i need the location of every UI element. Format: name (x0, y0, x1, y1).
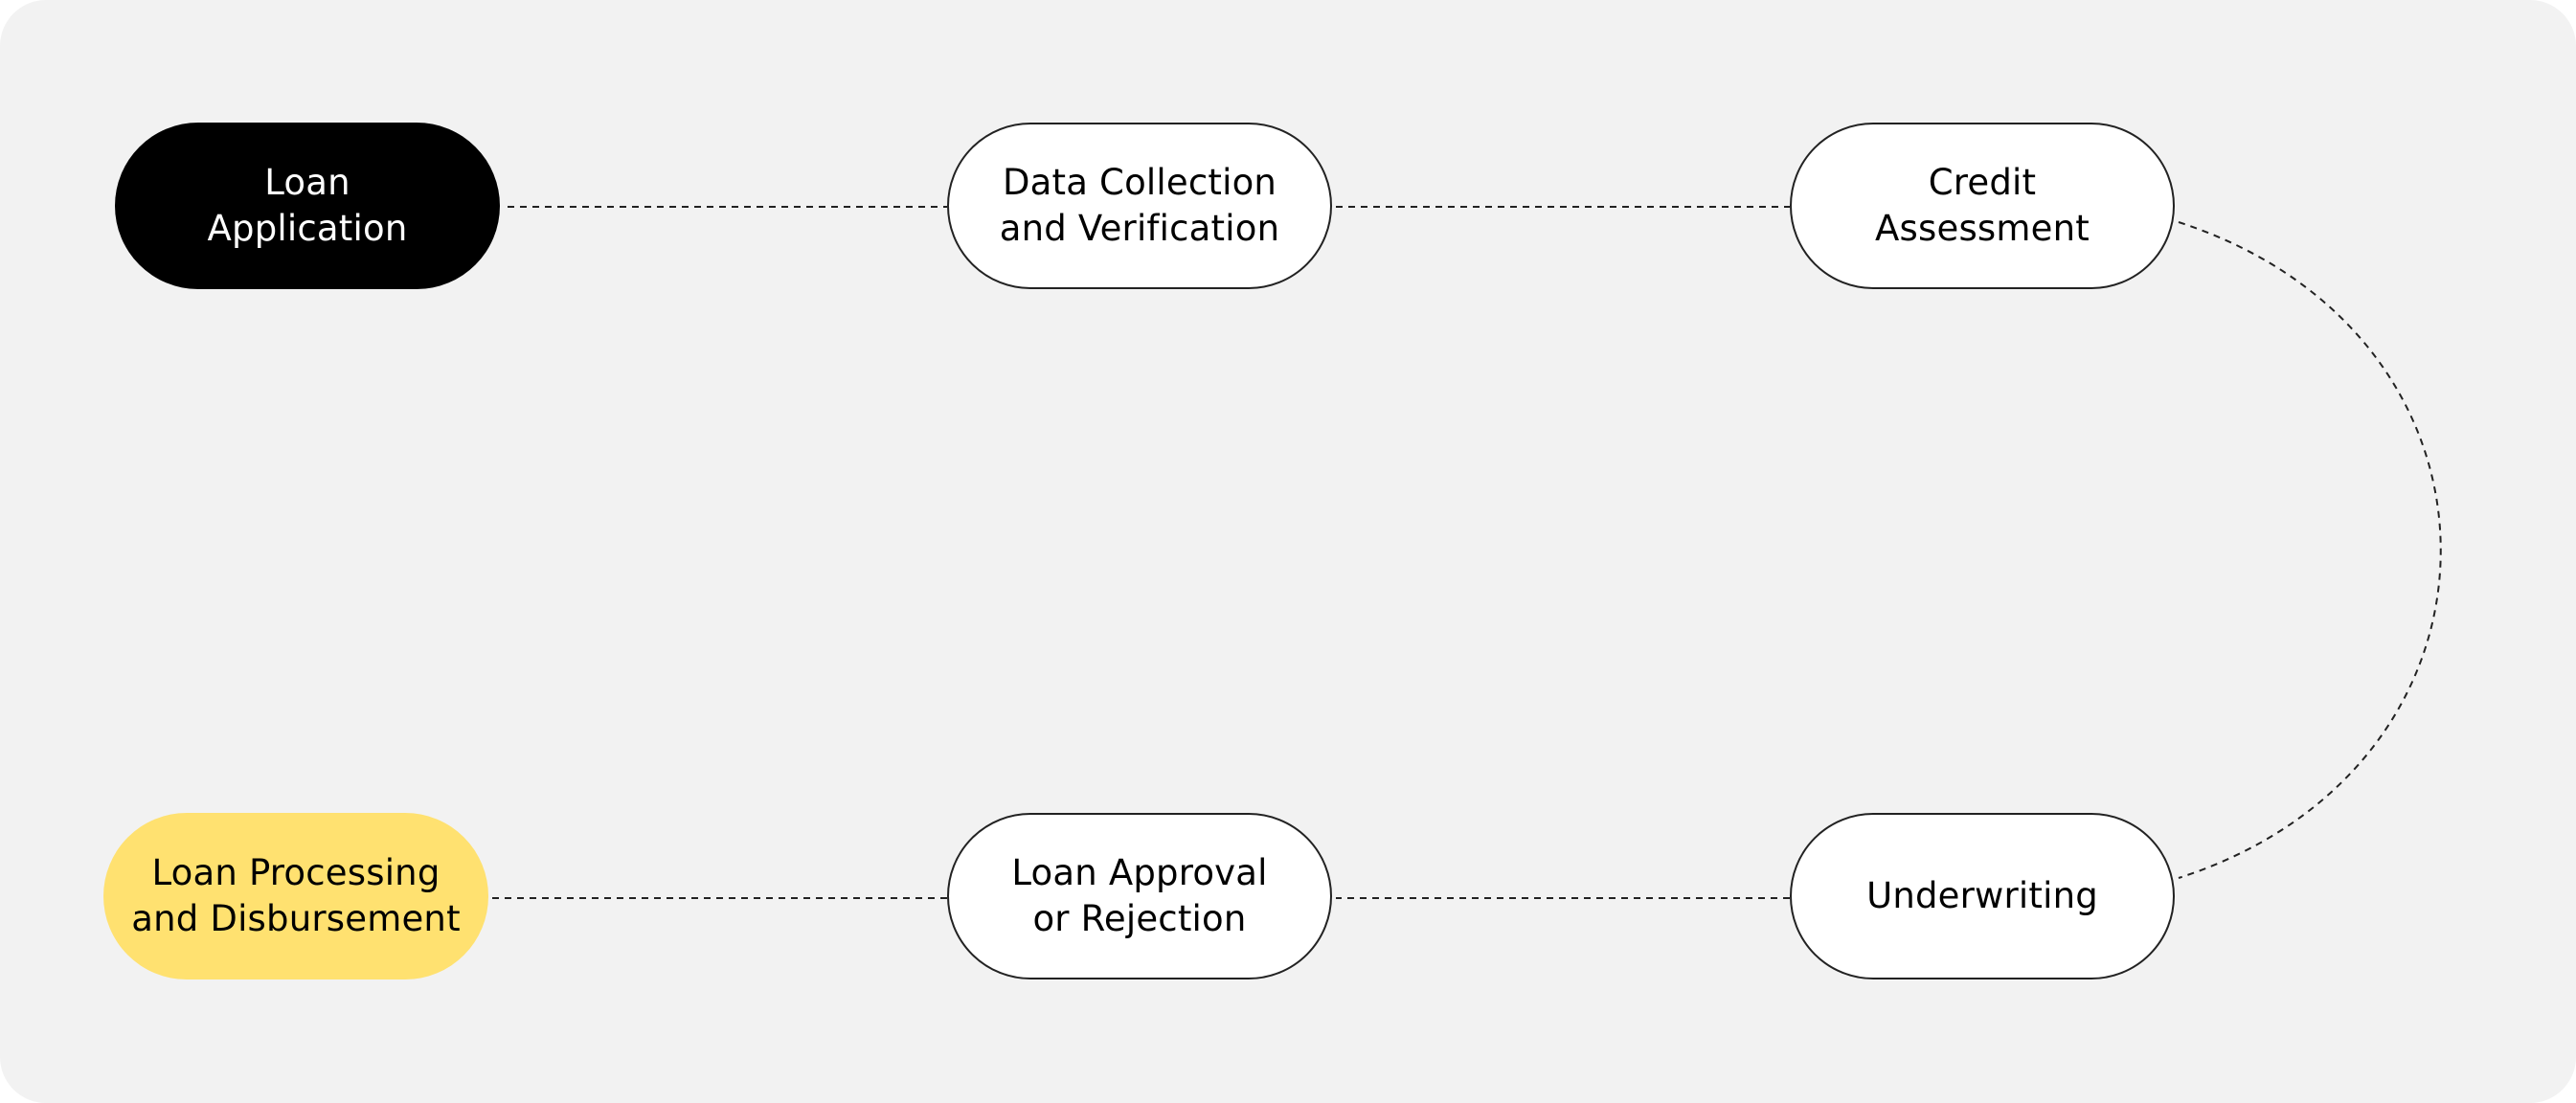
node-label: Underwriting (1866, 875, 2098, 916)
node-loan-processing-and-disbursement: Loan Processing and Disbursement (103, 813, 488, 979)
node-label: Loan Approval or Rejection (1011, 852, 1268, 939)
node-label: Loan Processing and Disbursement (131, 852, 461, 939)
node-loan-approval-or-rejection: Loan Approval or Rejection (947, 813, 1332, 979)
node-underwriting: Underwriting (1790, 813, 2175, 979)
node-loan-application: Loan Application (115, 123, 500, 289)
connector-credit-assessment-to-underwriting (2178, 221, 2442, 879)
node-credit-assessment: Credit Assessment (1790, 123, 2175, 289)
node-data-collection-and-verification: Data Collection and Verification (947, 123, 1332, 289)
node-label: Loan Application (207, 162, 408, 249)
node-label: Data Collection and Verification (999, 162, 1280, 249)
node-label: Credit Assessment (1875, 162, 2090, 249)
